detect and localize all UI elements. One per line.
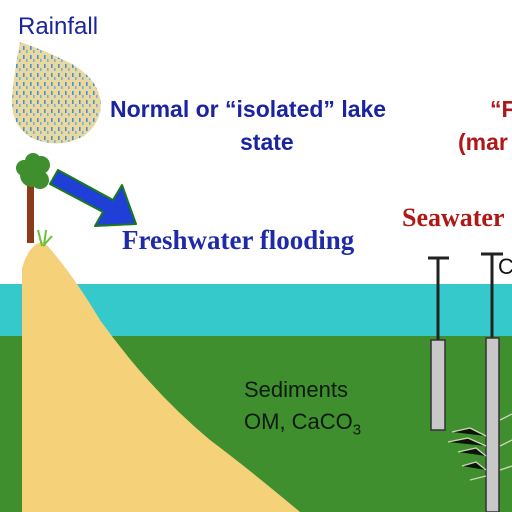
sediments-composition: OM, CaCO3	[244, 409, 361, 438]
rainfall-label: Rainfall	[18, 13, 99, 40]
freshwater-flooding-label: Freshwater flooding	[122, 225, 355, 255]
pole-label: C	[498, 254, 512, 279]
tree-trunk	[27, 185, 34, 243]
grass-tuft	[37, 229, 53, 247]
normal-state-heading-line2: state	[240, 129, 294, 155]
measurement-pole-2	[481, 252, 503, 512]
measurement-pole-1	[428, 256, 449, 431]
right-state-heading-line1: “F	[490, 96, 512, 122]
seawater-label: Seawater	[402, 203, 505, 232]
sediments-composition-subscript: 3	[352, 421, 362, 439]
sediments-label: Sediments	[244, 377, 348, 402]
sediments-composition-text: OM, CaCO	[244, 409, 353, 434]
rain-drop	[11, 42, 101, 144]
tree-leaves	[16, 153, 50, 189]
hill-shore	[22, 242, 300, 512]
sediment-texture	[447, 413, 512, 481]
right-state-heading-line2: (mar	[458, 129, 508, 155]
normal-state-heading-line1: Normal or “isolated” lake	[110, 96, 387, 122]
freshwater-arrow	[49, 169, 137, 227]
